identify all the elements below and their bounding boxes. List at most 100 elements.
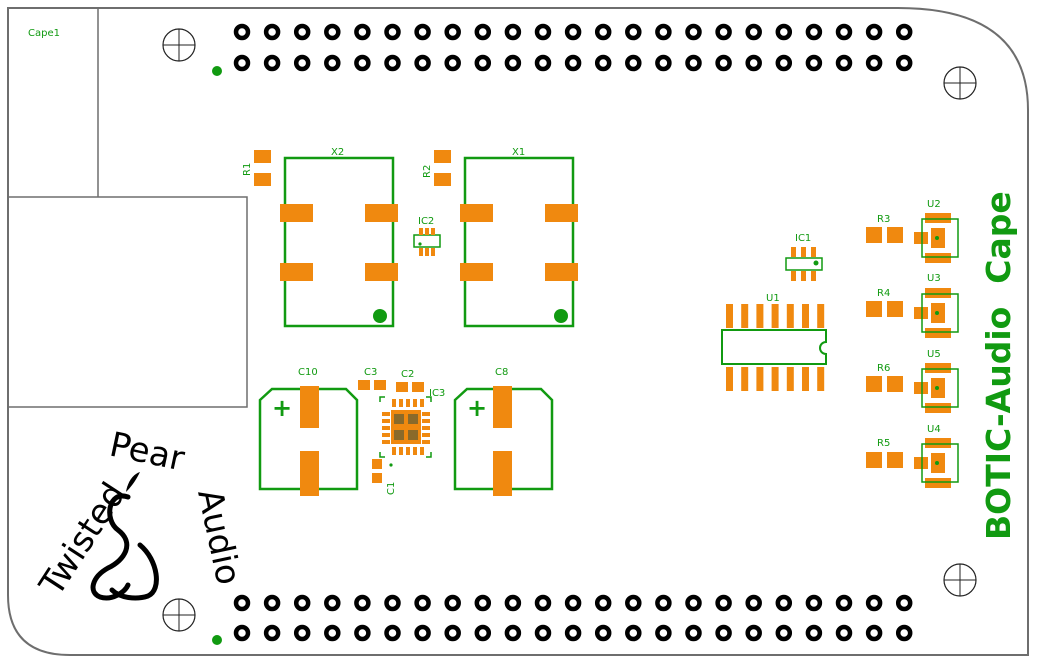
u2-label: U2 (927, 199, 941, 210)
header-pin (745, 23, 762, 41)
header-pin (263, 624, 281, 642)
header-pin (354, 23, 371, 41)
ic2-label: IC2 (418, 216, 434, 227)
regulator-u5: U5 (914, 349, 959, 413)
header-pin (715, 54, 732, 72)
regulator-dot (935, 311, 939, 315)
u3-label: U3 (927, 273, 941, 284)
header-pin (715, 624, 732, 642)
mount-hole-top-left (162, 28, 196, 62)
header-pin (233, 54, 251, 72)
capacitor-c3: C3 (358, 367, 386, 390)
r3-label: R3 (877, 214, 890, 225)
header-pin (354, 624, 371, 642)
header-pin (625, 624, 642, 642)
header-pin (655, 624, 672, 642)
u1-pin (741, 367, 749, 391)
header-pin (745, 54, 762, 72)
c10-label: C10 (298, 367, 318, 378)
regulator-pad (925, 403, 951, 413)
resistor-r3: R3 (866, 214, 903, 243)
header-pin (835, 594, 853, 612)
header-pin (354, 594, 371, 612)
header-pin (685, 624, 702, 642)
ic3-pin (399, 399, 403, 407)
header-top (233, 23, 913, 72)
capacitor-c2: C2 (396, 369, 424, 392)
header-pin (564, 54, 582, 72)
c10-plus: + (272, 394, 292, 422)
r1-label: R1 (242, 163, 253, 176)
ic3-pin (422, 433, 430, 437)
ic-ic1: IC1 (785, 233, 823, 281)
regulator-u2: U2 (914, 199, 959, 263)
ic3-pin (420, 447, 424, 455)
header-pin (685, 23, 702, 41)
header-pin (895, 594, 913, 612)
ic3-pin (422, 419, 430, 423)
header-pin (564, 624, 582, 642)
header-pin (474, 624, 492, 642)
regulator-pad (914, 307, 928, 319)
header-pin (564, 23, 582, 41)
x1-label: X1 (512, 147, 525, 158)
header-pin (745, 624, 762, 642)
r4-label: R4 (877, 288, 890, 299)
header-pin (685, 54, 702, 72)
c3-label: C3 (364, 367, 377, 378)
ic3-pin (422, 412, 430, 416)
header-pin (775, 23, 793, 41)
c8-label: C8 (495, 367, 508, 378)
u1-pin (726, 304, 733, 328)
brand-audio: Audio (189, 486, 248, 589)
header-pin (534, 624, 552, 642)
header-pin (293, 594, 311, 612)
capacitor-c1: C1 (372, 459, 397, 495)
capacitor-c10: + C10 (258, 367, 359, 496)
ic3-pin (392, 447, 396, 455)
ic3-pin (382, 440, 390, 444)
mount-hole-bottom-right (943, 563, 977, 597)
header-pin (474, 23, 492, 41)
header-pin (895, 23, 913, 41)
ic1-label: IC1 (795, 233, 811, 244)
ic3-pin (413, 447, 417, 455)
header-pin (293, 23, 311, 41)
r5-label: R5 (877, 438, 890, 449)
ic3-pin (392, 399, 396, 407)
ic3-pin (413, 399, 417, 407)
cape-label: Cape1 (28, 28, 60, 39)
ic3-pin (382, 412, 390, 416)
header-pin (895, 624, 913, 642)
header-pin (414, 624, 431, 642)
pin1-marker-top (212, 66, 222, 76)
u4-label: U4 (927, 424, 941, 435)
header-pin (715, 23, 732, 41)
resistor-r5: R5 (866, 438, 903, 468)
header-pin (384, 594, 401, 612)
header-pin (685, 594, 702, 612)
header-pin (775, 594, 793, 612)
header-pin (354, 54, 371, 72)
u1-pin (741, 304, 749, 328)
header-pin (534, 594, 552, 612)
header-pin (324, 594, 341, 612)
u1-pin (771, 367, 779, 391)
header-pin (324, 54, 341, 72)
c8-plus: + (467, 394, 487, 422)
c2-label: C2 (401, 369, 414, 380)
r6-label: R6 (877, 363, 890, 374)
resistor-r6: R6 (866, 363, 903, 392)
ic3-pin (399, 447, 403, 455)
ic3-pin (406, 447, 410, 455)
ic-u1: U1 (721, 293, 827, 391)
header-pin (835, 54, 853, 72)
ic3-pin (420, 399, 424, 407)
header-pin (805, 54, 823, 72)
header-pin (534, 23, 552, 41)
regulator-pad (925, 478, 951, 488)
header-pin (625, 594, 642, 612)
header-pin (504, 624, 522, 642)
header-pin (293, 54, 311, 72)
